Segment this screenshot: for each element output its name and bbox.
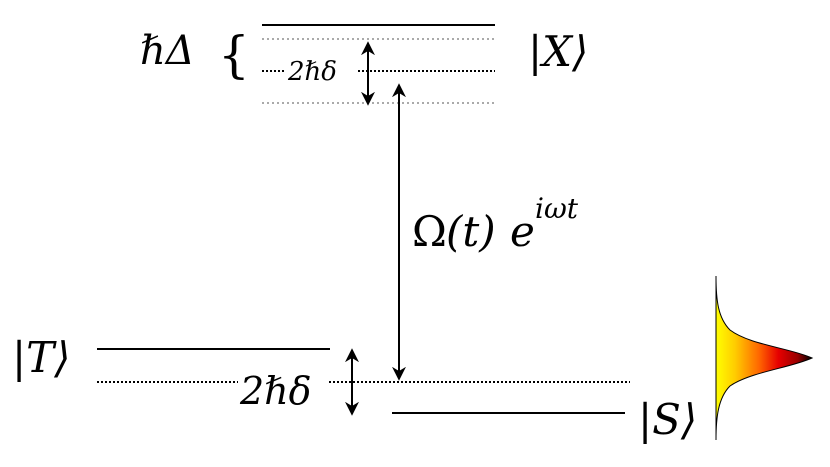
- gaussian-pulse-shape: [715, 275, 814, 441]
- upper-splitting-label: 2ℏδ: [287, 57, 337, 87]
- drive-exponent: iωt: [535, 192, 579, 225]
- state-T-label: |T⟩: [12, 333, 71, 382]
- state-X-label: |X⟩: [528, 27, 588, 76]
- upper-splitting-label-bg: [286, 56, 358, 86]
- lower-splitting-label: 2ℏδ: [239, 369, 312, 413]
- drive-omega-symbol: Ω: [412, 207, 447, 256]
- lower-splitting-label-bg: [238, 373, 328, 411]
- state-S-label: |S⟩: [638, 395, 697, 444]
- drive-exponential-base: e: [510, 207, 535, 256]
- drive-time-argument: (t): [446, 207, 496, 256]
- broadening-brace: {: [218, 26, 250, 84]
- broadening-label: ℏΔ: [140, 28, 195, 74]
